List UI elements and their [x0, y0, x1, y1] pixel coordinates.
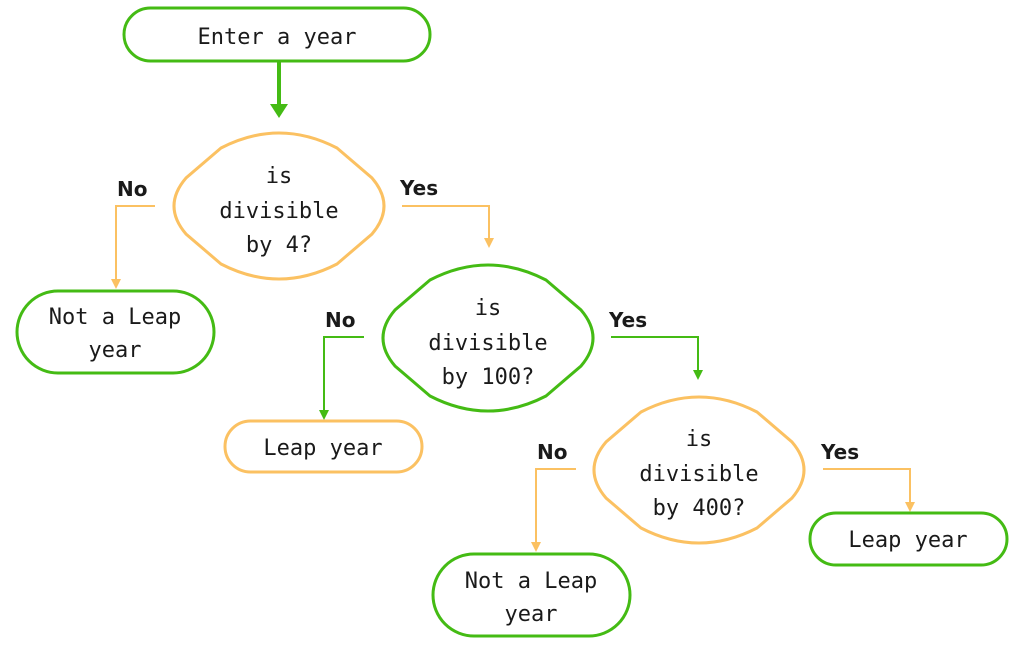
edge-label-div100-yes: Yes — [608, 308, 647, 332]
decision-400-line-3: by 400? — [653, 496, 746, 521]
not-leap-2-line-2: year — [505, 602, 558, 627]
decision-4-line-3: by 4? — [246, 233, 312, 258]
result-not-leap-year-1: Not a Leap year — [15, 289, 216, 375]
edge-label-div4-no: No — [117, 177, 147, 201]
edge-label-div400-yes: Yes — [820, 440, 859, 464]
edge-label-div400-no: No — [537, 440, 567, 464]
edge-label-div4-yes: Yes — [399, 176, 438, 200]
edge-div100-yes: Yes — [608, 308, 703, 380]
decision-100-line-1: is — [475, 296, 502, 321]
result-leap-year-1: Leap year — [223, 419, 424, 474]
start-label: Enter a year — [198, 25, 357, 50]
not-leap-1-line-1: Not a Leap — [49, 305, 181, 330]
edge-div400-no: No — [531, 440, 576, 552]
not-leap-2-line-1: Not a Leap — [465, 569, 597, 594]
edge-div100-no: No — [319, 308, 364, 420]
decision-100-line-3: by 100? — [442, 365, 535, 390]
decision-divisible-by-100: is divisible by 100? — [381, 263, 595, 413]
edge-start-to-div4 — [270, 62, 288, 118]
leap-1-label: Leap year — [263, 436, 382, 461]
decision-400-line-2: divisible — [639, 462, 758, 487]
decision-divisible-by-4: is divisible by 4? — [172, 131, 386, 281]
edge-label-div100-no: No — [325, 308, 355, 332]
result-not-leap-year-2: Not a Leap year — [431, 552, 632, 638]
not-leap-1-line-2: year — [89, 338, 142, 363]
edge-div4-yes: Yes — [399, 176, 494, 248]
edge-div400-yes: Yes — [820, 440, 915, 512]
decision-400-line-1: is — [686, 427, 713, 452]
start-node: Enter a year — [122, 6, 432, 63]
leap-2-label: Leap year — [848, 528, 967, 553]
decision-4-line-2: divisible — [219, 199, 338, 224]
result-leap-year-2: Leap year — [808, 511, 1009, 567]
edge-div4-no: No — [111, 177, 155, 289]
decision-4-line-1: is — [266, 164, 293, 189]
decision-divisible-by-400: is divisible by 400? — [592, 395, 806, 545]
decision-100-line-2: divisible — [428, 331, 547, 356]
